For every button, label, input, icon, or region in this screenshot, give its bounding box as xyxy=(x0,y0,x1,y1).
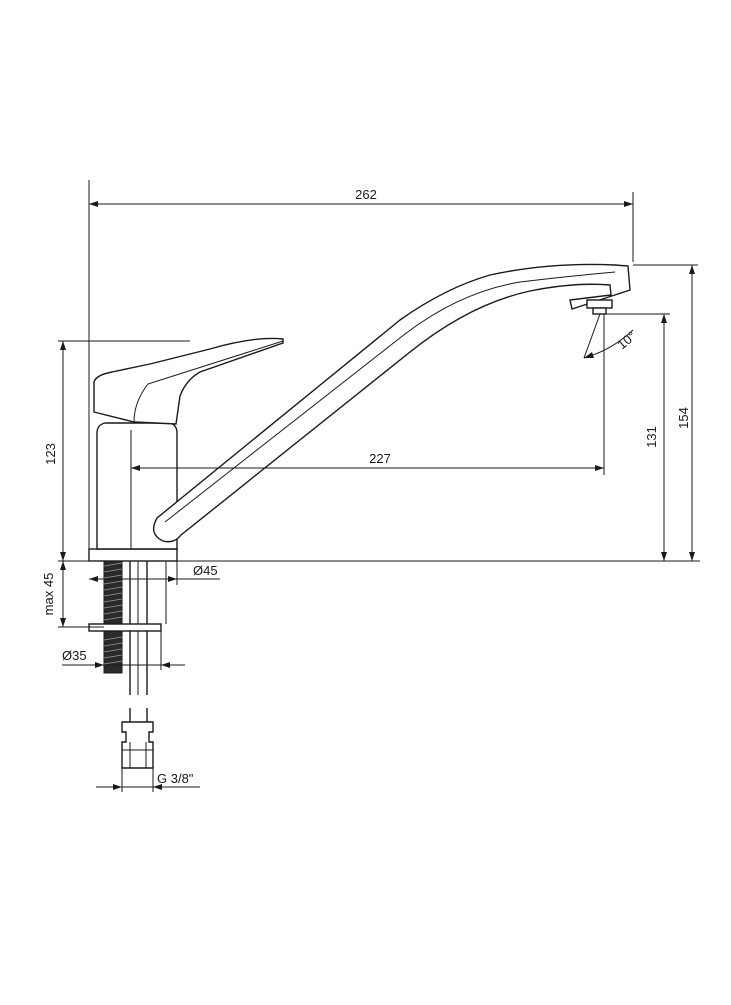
aerator xyxy=(586,299,613,309)
swivel-angle-label: 10° xyxy=(614,328,639,352)
spout-inner-edge xyxy=(164,271,616,523)
base-plate xyxy=(88,548,178,562)
faucet-body xyxy=(88,263,631,562)
lever-edge xyxy=(133,340,284,423)
total-height-label: 154 xyxy=(676,407,691,429)
base-diameter-label: Ø45 xyxy=(193,563,218,578)
mount-diameter-label: Ø35 xyxy=(62,648,87,663)
aerator-tip xyxy=(592,307,607,315)
total-length-label: 262 xyxy=(355,187,377,202)
spout-reach-label: 227 xyxy=(369,451,391,466)
handle-height-label: 123 xyxy=(43,443,58,465)
mount-depth-label: max 45 xyxy=(41,573,56,616)
dimension-lines xyxy=(58,180,700,792)
hex-nut xyxy=(121,721,154,769)
spout xyxy=(152,263,631,543)
mounting-assembly xyxy=(88,560,167,769)
aerator-height-label: 131 xyxy=(644,426,659,448)
thread-label: G 3/8" xyxy=(157,771,194,786)
lever-handle xyxy=(93,337,284,425)
